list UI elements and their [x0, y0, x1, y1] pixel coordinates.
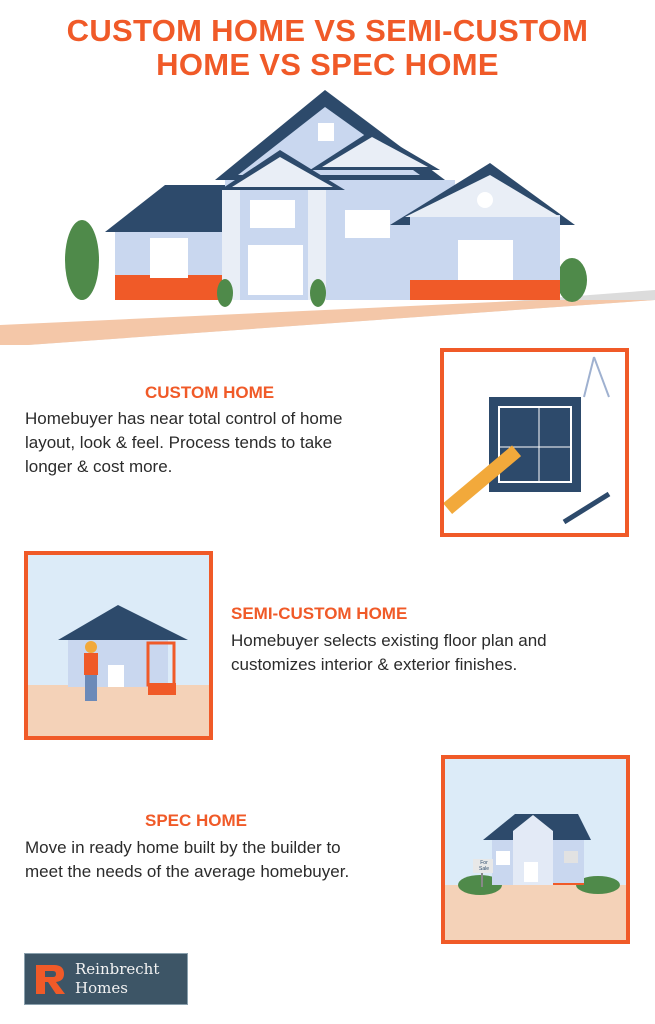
text-line: layout, look & feel. Process tends to ta…	[25, 433, 333, 452]
spec-house-icon	[445, 759, 626, 940]
logo-line-1: Reinbrecht	[75, 960, 160, 978]
logo-r-mark-icon	[36, 965, 65, 994]
semi-custom-illustration-box	[24, 551, 213, 740]
company-logo: Reinbrecht Homes	[24, 953, 188, 1005]
text-line: Move in ready home built by the builder …	[25, 838, 341, 857]
semi-custom-home-description: Homebuyer selects existing floor plan an…	[231, 629, 547, 677]
page-title: CUSTOM HOME VS SEMI-CUSTOM HOME VS SPEC …	[0, 14, 655, 82]
text-line: meet the needs of the average homebuyer.	[25, 862, 350, 881]
text-line: customizes interior & exterior finishes.	[231, 655, 518, 674]
semi-custom-home-heading: SEMI-CUSTOM HOME	[231, 604, 408, 623]
sign-text: For	[480, 860, 488, 866]
blueprint-icon	[444, 356, 611, 525]
custom-home-description: Homebuyer has near total control of home…	[25, 407, 343, 479]
logo-line-2: Homes	[75, 979, 128, 997]
spec-home-heading: SPEC HOME	[145, 811, 248, 830]
spec-home-description: Move in ready home built by the builder …	[25, 836, 349, 884]
title-line-2: HOME VS SPEC HOME	[156, 47, 499, 82]
sign-text: Sale	[478, 866, 489, 872]
text-line: Homebuyer selects existing floor plan an…	[231, 631, 547, 650]
semi-custom-house-icon	[28, 555, 209, 736]
hero-house-illustration	[0, 90, 655, 345]
spec-home-illustration-box: For Sale	[441, 755, 630, 944]
title-line-1: CUSTOM HOME VS SEMI-CUSTOM	[66, 13, 589, 48]
text-line: Homebuyer has near total control of home	[25, 409, 343, 428]
blueprint-illustration-box	[440, 348, 629, 537]
for-sale-sign: For Sale	[474, 860, 494, 872]
logo-text: Reinbrecht Homes	[75, 960, 159, 998]
text-line: longer & cost more.	[25, 457, 173, 476]
custom-home-heading: CUSTOM HOME	[145, 383, 275, 402]
